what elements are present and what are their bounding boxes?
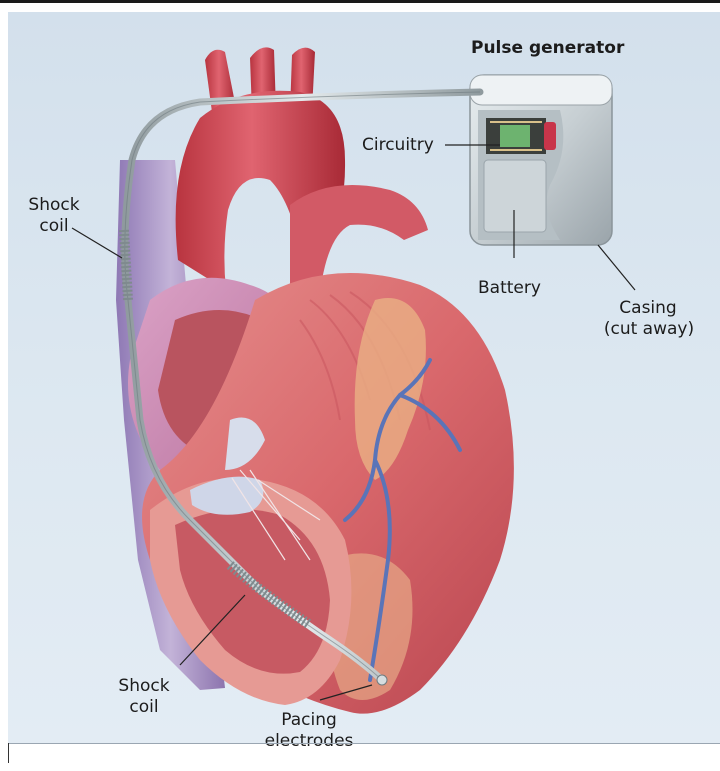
pulse-generator-header: [470, 75, 612, 105]
left-tick: [8, 743, 9, 763]
label-pacing-line2: electrodes: [259, 731, 359, 752]
pacing-electrode-tip: [377, 675, 387, 685]
label-shock-coil-upper-line1: Shock: [22, 195, 86, 216]
label-shock-coil-lower-line2: coil: [112, 697, 176, 718]
bottom-rule: [8, 743, 720, 744]
label-pulse-generator: Pulse generator: [471, 38, 624, 59]
label-casing-line2: (cut away): [597, 319, 701, 340]
label-shock-coil-upper-line2: coil: [22, 216, 86, 237]
leader-casing: [598, 245, 635, 290]
label-circuitry: Circuitry: [362, 135, 434, 156]
label-shock-coil-lower-line1: Shock: [112, 676, 176, 697]
circuit-chip: [500, 125, 530, 147]
battery-compartment: [484, 160, 546, 232]
circuit-capacitor: [544, 122, 556, 150]
label-battery: Battery: [478, 278, 541, 299]
label-casing-line1: Casing: [606, 298, 690, 319]
label-pacing-line1: Pacing: [272, 710, 346, 731]
